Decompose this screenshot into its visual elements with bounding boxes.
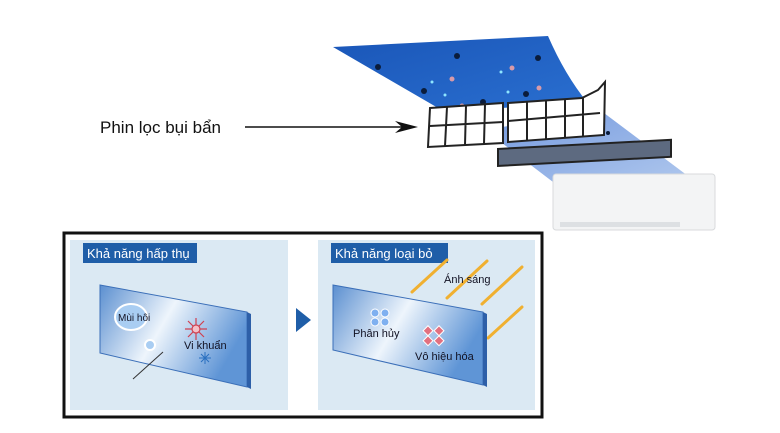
- air-conditioner-unit: [552, 173, 716, 231]
- removal-title: Khả năng loại bỏ: [335, 246, 433, 261]
- airflow-illustration: Phin lọc bụi bẩn: [100, 36, 716, 231]
- removal-panel: Khả năng loại bỏ Ánh sáng Phân hủy Vô hi…: [318, 240, 535, 410]
- small-bubble: [144, 339, 156, 351]
- bacteria-label: Vi khuẩn: [184, 340, 227, 352]
- decompose-particles-icon: [370, 308, 390, 327]
- germ-icon: [199, 352, 211, 364]
- odor-bubble: [114, 303, 148, 331]
- odor-label: Mùi hôi: [118, 313, 150, 324]
- removal-title-bg: [331, 243, 448, 263]
- light-rays: [410, 258, 524, 340]
- absorption-title: Khả năng hấp thụ: [87, 246, 190, 261]
- bacteria-icon: [185, 318, 207, 340]
- filter-label: Phin lọc bụi bẩn: [100, 118, 221, 137]
- indicator-line: [132, 351, 164, 380]
- deactivate-particles-icon: [422, 325, 445, 347]
- light-label: Ánh sáng: [444, 273, 490, 286]
- deactivate-label: Vô hiệu hóa: [415, 351, 475, 363]
- next-arrow-icon: [296, 308, 311, 332]
- filter-mesh: [426, 79, 607, 149]
- absorption-panel: Khả năng hấp thụ Mùi hôi Vi khuẩn: [70, 240, 288, 410]
- decompose-label: Phân hủy: [353, 328, 400, 340]
- absorption-title-bg: [83, 243, 197, 263]
- deodorizing-filter-bar: [497, 138, 672, 167]
- pointer-arrow-head: [395, 121, 418, 133]
